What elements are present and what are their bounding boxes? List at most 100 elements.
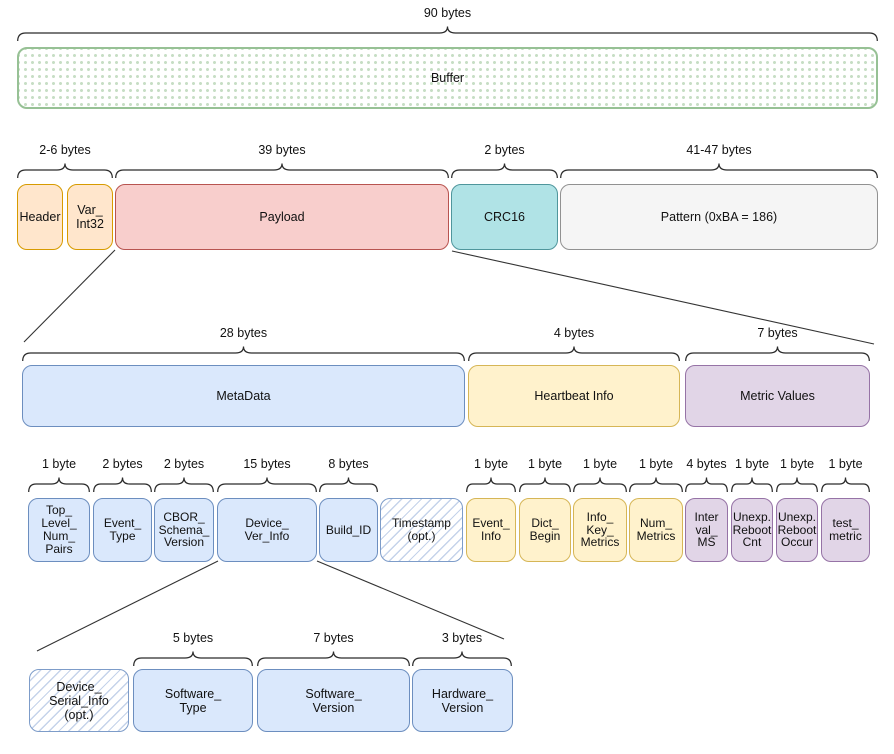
bytes-label: 7 bytes: [757, 326, 798, 340]
field-device-serial-info: Device_ Serial_Info (opt.): [29, 669, 129, 732]
field-event-type: Event_ Type: [93, 498, 152, 562]
bytes-group-unexp-reboot-cnt: 1 byte: [731, 456, 773, 494]
bytes-group-test-metric: 1 byte: [821, 456, 870, 494]
connector-devicever-right: [316, 560, 505, 640]
bytes-group-build-id: 8 bytes: [319, 456, 378, 494]
bytes-label: 15 bytes: [243, 457, 291, 471]
brace: [451, 163, 558, 179]
bytes-label: 5 bytes: [172, 631, 214, 645]
bytes-label: 4 bytes: [686, 457, 727, 471]
bytes-label: 1 byte: [41, 457, 77, 471]
bytes-group-device-ver-info: 15 bytes: [217, 456, 317, 494]
bytes-label: 7 bytes: [313, 631, 354, 645]
bytes-group-buffer: 90 bytes: [17, 5, 878, 43]
brace: [257, 651, 410, 667]
field-info-key-metrics: Info_ Key_ Metrics: [573, 498, 627, 562]
bytes-label: 4 bytes: [553, 326, 595, 340]
field-top-level-num-pairs: Top_ Level_ Num_ Pairs: [28, 498, 90, 562]
field-num-metrics: Num_ Metrics: [629, 498, 683, 562]
bytes-label: 28 bytes: [219, 326, 268, 340]
brace: [468, 346, 680, 362]
field-event-info: Event_ Info: [466, 498, 516, 562]
brace: [154, 477, 214, 493]
bytes-label: 2 bytes: [102, 457, 143, 471]
bytes-group-heartbeat: 4 bytes: [468, 325, 680, 363]
brace: [685, 477, 728, 493]
bytes-group-interval-ms: 4 bytes: [685, 456, 728, 494]
bytes-label: 2 bytes: [163, 457, 205, 471]
field-cbor-schema-version: CBOR_ Schema_ Version: [154, 498, 214, 562]
bytes-group-top-level-num-pairs: 1 byte: [28, 456, 90, 494]
bytes-label: 1 byte: [527, 457, 563, 471]
brace: [412, 651, 512, 667]
segment-header: Header: [17, 184, 63, 250]
bytes-group-crc16: 2 bytes: [451, 142, 558, 180]
brace: [319, 477, 378, 493]
brace: [466, 477, 516, 493]
bytes-group-event-info: 1 byte: [466, 456, 516, 494]
bytes-group-pattern: 41-47 bytes: [560, 142, 878, 180]
field-unexp-reboot-occur: Unexp. Reboot Occur: [776, 498, 818, 562]
bytes-label: 2 bytes: [484, 143, 525, 157]
brace: [685, 346, 870, 362]
segment-metric-values: Metric Values: [685, 365, 870, 427]
bytes-group-payload: 39 bytes: [115, 142, 449, 180]
field-hardware-version: Hardware_ Version: [412, 669, 513, 732]
bytes-label: 39 bytes: [258, 143, 306, 157]
bytes-group-metadata: 28 bytes: [22, 325, 465, 363]
segment-heartbeat-info: Heartbeat Info: [468, 365, 680, 427]
bytes-label: 1 byte: [779, 457, 815, 471]
bytes-group-num-metrics: 1 byte: [629, 456, 683, 494]
brace: [22, 346, 465, 362]
field-timestamp-optional: Timestamp (opt.): [380, 498, 463, 562]
brace: [519, 477, 571, 493]
bytes-group-metric-values: 7 bytes: [685, 325, 870, 363]
segment-crc16: CRC16: [451, 184, 558, 250]
bytes-label: 1 byte: [734, 457, 770, 471]
segment-varint32: Var_ Int32: [67, 184, 113, 250]
brace: [93, 477, 152, 493]
field-dict-begin: Dict_ Begin: [519, 498, 571, 562]
segment-pattern: Pattern (0xBA = 186): [560, 184, 878, 250]
brace: [115, 163, 449, 179]
brace: [731, 477, 773, 493]
bytes-group-event-type: 2 bytes: [93, 456, 152, 494]
field-interval-ms: Inter val_ MS: [685, 498, 728, 562]
bytes-label: 41-47 bytes: [686, 143, 752, 157]
field-software-type: Software_ Type: [133, 669, 253, 732]
bytes-label: 2-6 bytes: [39, 143, 91, 157]
brace: [17, 26, 878, 42]
brace: [821, 477, 870, 493]
bytes-label: 1 byte: [638, 457, 674, 471]
bytes-group-software-version: 7 bytes: [257, 630, 410, 668]
bytes-label: 90 bytes: [423, 6, 472, 20]
brace: [573, 477, 627, 493]
field-unexp-reboot-cnt: Unexp. Reboot Cnt: [731, 498, 773, 562]
bytes-label: 3 bytes: [441, 631, 483, 645]
bytes-group-software-type: 5 bytes: [133, 630, 253, 668]
brace: [133, 651, 253, 667]
brace: [17, 163, 113, 179]
brace: [217, 477, 317, 493]
bytes-label: 1 byte: [828, 457, 863, 471]
brace: [776, 477, 818, 493]
bytes-label: 1 byte: [473, 457, 509, 471]
bytes-group-cbor-schema-version: 2 bytes: [154, 456, 214, 494]
brace: [560, 163, 878, 179]
field-test-metric: test_ metric: [821, 498, 870, 562]
bytes-label: 1 byte: [582, 457, 618, 471]
field-software-version: Software_ Version: [257, 669, 410, 732]
field-build-id: Build_ID: [319, 498, 378, 562]
brace: [28, 477, 90, 493]
bytes-group-header: 2-6 bytes: [17, 142, 113, 180]
bytes-group-dict-begin: 1 byte: [519, 456, 571, 494]
field-device-ver-info: Device_ Ver_Info: [217, 498, 317, 562]
brace: [629, 477, 683, 493]
segment-payload: Payload: [115, 184, 449, 250]
bytes-group-hardware-version: 3 bytes: [412, 630, 512, 668]
bytes-label: 8 bytes: [328, 457, 369, 471]
bytes-group-info-key-metrics: 1 byte: [573, 456, 627, 494]
bytes-group-unexp-reboot-occur: 1 byte: [776, 456, 818, 494]
buffer-box: Buffer: [17, 47, 878, 109]
